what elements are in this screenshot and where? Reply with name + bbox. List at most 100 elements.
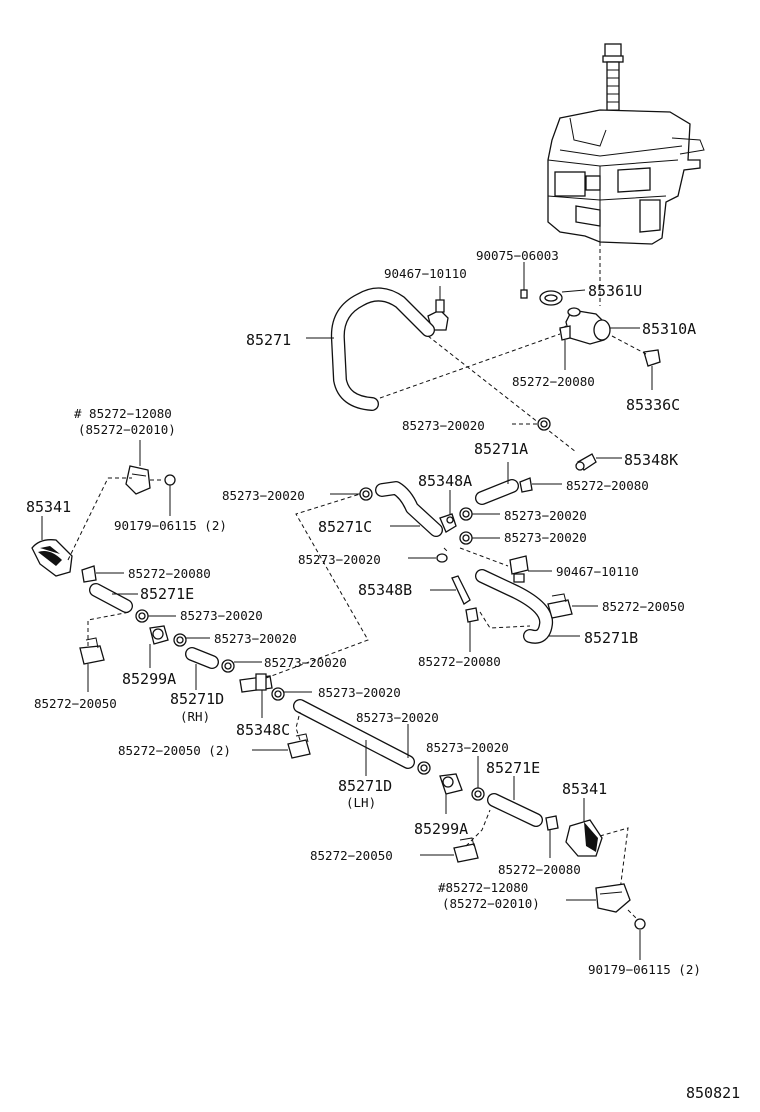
label-lh: (LH) [346, 795, 376, 810]
clip-85272-20050-2 [252, 733, 311, 759]
clip-85272-20050-right [547, 593, 598, 619]
label-85272-02010-left: (85272−02010) [78, 422, 176, 437]
label-85273-20020-h: 85273−20020 [264, 655, 347, 670]
hose-85271c [375, 481, 443, 537]
label-85272-20050-right: 85272−20050 [602, 599, 685, 614]
hose-85271e-right [487, 776, 543, 827]
clip-85272-20080-b [519, 477, 562, 493]
check-valve-85299a-right [439, 773, 463, 814]
label-90179-06115-right: 90179−06115 (2) [588, 962, 701, 977]
clamp-85361u [539, 289, 586, 306]
label-85271d-rh: 85271D [170, 690, 224, 708]
label-85273-20020-k: 85273−20020 [426, 740, 509, 755]
ring-85273-e [408, 553, 448, 563]
joint-85348b [430, 575, 471, 605]
label-85273-20020-f: 85273−20020 [180, 608, 263, 623]
clip-85272-20080-c [465, 607, 479, 652]
label-85272-02010-right: (85272−02010) [442, 896, 540, 911]
ring-85273-d [459, 531, 500, 545]
diagram-id: 850821 [686, 1084, 740, 1102]
label-85310a: 85310A [642, 320, 696, 338]
nozzle-bracket-left [125, 440, 151, 495]
joint-85348k [575, 453, 622, 471]
clip-85272-20080-pump [559, 325, 571, 370]
label-90467-10110-mid: 90467−10110 [556, 564, 639, 579]
ring-85273-h [173, 633, 210, 647]
hose-85271e-left [89, 583, 138, 613]
label-85271: 85271 [246, 331, 291, 349]
label-85272-20050-2: 85272−20050 (2) [118, 743, 231, 758]
clip-85272-20080-left [81, 565, 124, 583]
nozzle-85341-left [31, 516, 73, 577]
ring-85273-g [135, 609, 176, 623]
label-85348c: 85348C [236, 721, 290, 739]
label-85271d-lh: 85271D [338, 777, 392, 795]
hose-85271a [475, 462, 519, 505]
ring-85273-i [221, 659, 262, 673]
label-85272-20050-left: 85272−20050 [34, 696, 117, 711]
screw-90179-right [634, 918, 646, 960]
label-85348a: 85348A [418, 472, 472, 490]
hose-85271d-lh [293, 699, 415, 776]
label-85273-20020-e: 85273−20020 [298, 552, 381, 567]
label-85272-12080-right: #85272−12080 [438, 880, 528, 895]
callout-labels: 90075−06003 90467−10110 85361U 85271 853… [26, 248, 740, 1102]
label-85272-20080-c: 85272−20080 [128, 566, 211, 581]
label-85348k: 85348K [624, 451, 678, 469]
label-85299a-right: 85299A [414, 820, 468, 838]
screw-90179-left [164, 474, 176, 516]
label-90179-06115-left: 90179−06115 (2) [114, 518, 227, 533]
label-90467-10110-top: 90467−10110 [384, 266, 467, 281]
label-85336c: 85336C [626, 396, 680, 414]
label-85299a-left: 85299A [122, 670, 176, 688]
bolt-90075 [520, 262, 528, 299]
clip-85272-20050-bottom [420, 837, 479, 863]
nozzle-85341-right [565, 798, 603, 857]
label-85341-left: 85341 [26, 498, 71, 516]
ring-85273-c [330, 487, 373, 501]
check-valve-85299a-left [149, 625, 169, 668]
ring-85273-j [271, 687, 312, 701]
label-85273-20020-j: 85273−20020 [356, 710, 439, 725]
label-85273-20020-b: 85273−20020 [504, 508, 587, 523]
label-85272-20080-pump: 85272−20080 [512, 374, 595, 389]
label-85271b: 85271B [584, 629, 638, 647]
label-85273-20020-i: 85273−20020 [318, 685, 401, 700]
label-85273-20020-d: 85273−20020 [504, 530, 587, 545]
label-85272-20080-d: 85272−20080 [418, 654, 501, 669]
grommet-85336c [643, 349, 661, 390]
label-rh: (RH) [180, 709, 210, 724]
joint-85348a [439, 490, 457, 533]
ring-85273-a [512, 417, 551, 431]
label-85272-20080-e: 85272−20080 [498, 862, 581, 877]
label-85273-20020-a: 85273−20020 [402, 418, 485, 433]
ring-85273-k [417, 761, 431, 775]
clip-85272-20050-left [79, 637, 105, 692]
label-85341-right: 85341 [562, 780, 607, 798]
label-85271a: 85271A [474, 440, 528, 458]
label-85271e-left: 85271E [140, 585, 194, 603]
label-85272-20080-b: 85272−20080 [566, 478, 649, 493]
ring-85273-k2 [471, 756, 485, 801]
tee-joint-85348c [239, 673, 273, 718]
label-90075-06003: 90075−06003 [476, 248, 559, 263]
label-85348b: 85348B [358, 581, 412, 599]
label-85273-20020-g: 85273−20020 [214, 631, 297, 646]
ring-85273-b [459, 507, 500, 521]
washer-pump-85310a [558, 307, 640, 345]
clip-90467-10110-top [427, 286, 449, 331]
label-85273-20020-c: 85273−20020 [222, 488, 305, 503]
hose-85271d-rh [185, 647, 219, 690]
label-85272-12080-left: # 85272−12080 [74, 406, 172, 421]
nozzle-bracket-right [566, 883, 631, 913]
label-85272-20050-bottom: 85272−20050 [310, 848, 393, 863]
label-85361u: 85361U [588, 282, 642, 300]
label-85271c: 85271C [318, 518, 372, 536]
label-85271e-right: 85271E [486, 759, 540, 777]
hose-85271 [306, 287, 435, 411]
washer-tank [547, 43, 705, 245]
clip-90467-10110-mid [509, 555, 552, 583]
clip-85272-20080-e [545, 815, 559, 858]
